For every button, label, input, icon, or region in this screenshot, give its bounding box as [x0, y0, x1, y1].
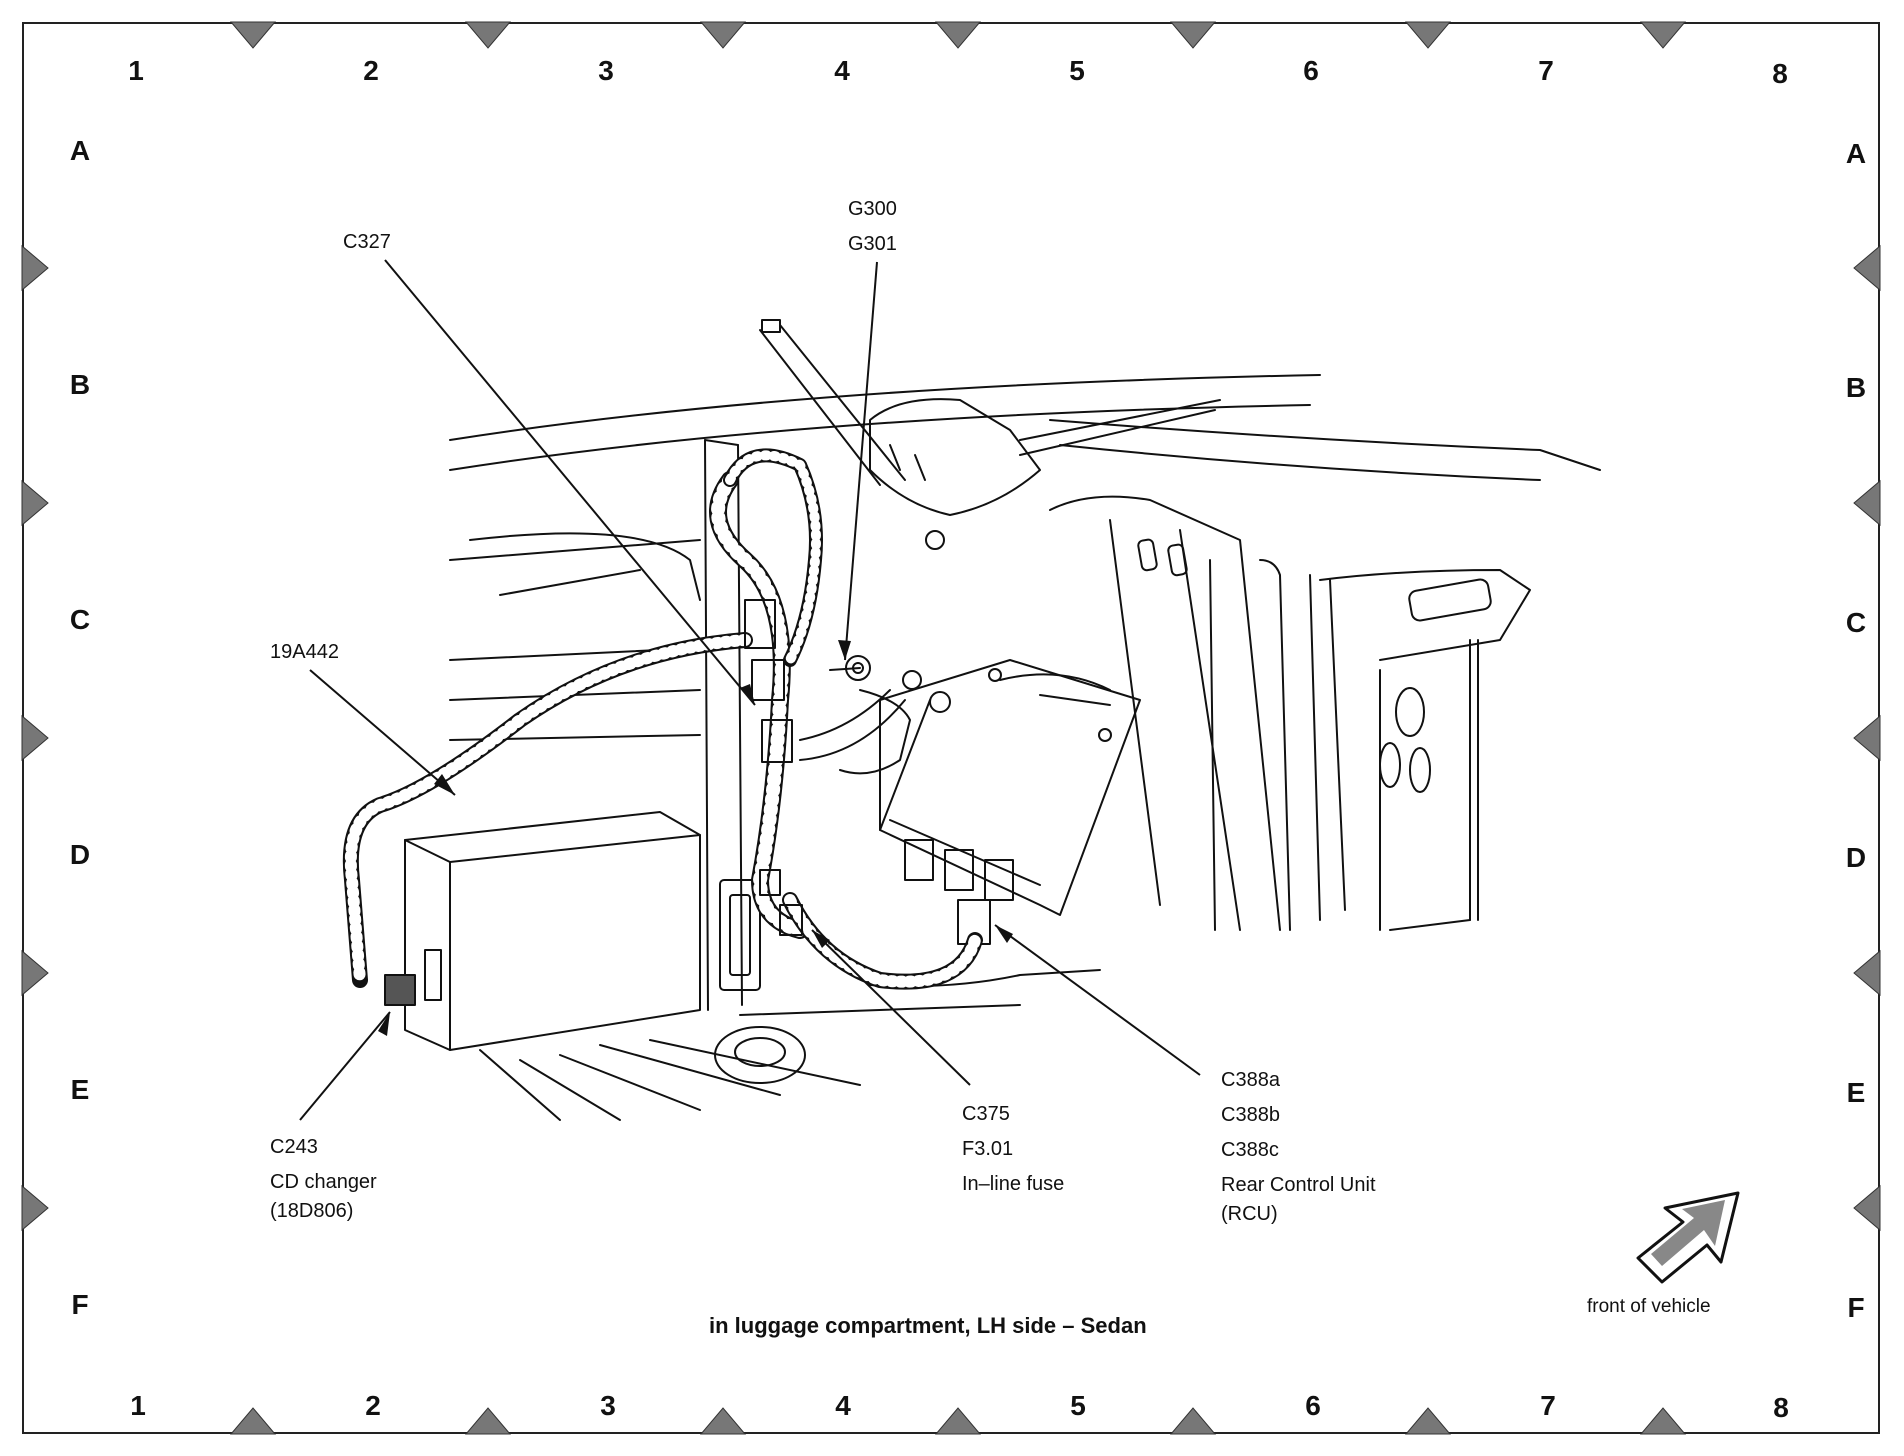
border-marker-top-1: [229, 21, 277, 49]
grid-row-f-right: F: [1847, 1292, 1865, 1323]
border-marker-top-2: [464, 21, 512, 49]
leader-arrowheads: [378, 640, 1013, 1036]
grid-col-6-bottom: 6: [1305, 1390, 1321, 1421]
arrowhead-c388: [995, 925, 1013, 943]
label-f301: F3.01: [962, 1138, 1014, 1160]
grid-row-d-left: D: [69, 839, 91, 870]
border-marker-right-5: [1853, 1184, 1881, 1232]
border-marker-top-6: [1404, 21, 1452, 49]
grid-row-b-left: B: [69, 369, 91, 400]
border-marker-right-1: [1853, 244, 1881, 292]
border-marker-bottom-2: [464, 1407, 512, 1435]
border-marker-bottom-4: [934, 1407, 982, 1435]
border-marker-right-2: [1853, 479, 1881, 527]
grid-row-a-left: A: [69, 135, 91, 166]
grid-col-8-top: 8: [1772, 58, 1788, 89]
grid-col-2-bottom: 2: [365, 1390, 381, 1421]
grid-row-e-right: E: [1846, 1077, 1866, 1108]
border-marker-left-3: [21, 714, 49, 762]
leader-19a442: [309, 669, 456, 796]
border-marker-left-2: [21, 479, 49, 527]
border-marker-bottom-5: [1169, 1407, 1217, 1435]
label-c388b: C388b: [1221, 1104, 1280, 1126]
label-c375-fuse: C375 F3.01 In–line fuse: [962, 1097, 1064, 1202]
label-g300-g301: G300 G301: [848, 192, 897, 262]
label-c388-rcu: C388a C388b C388c Rear Control Unit (RCU…: [1221, 1063, 1376, 1232]
label-rcu-name: Rear Control Unit: [1221, 1174, 1376, 1196]
grid-row-b-right: B: [1845, 372, 1867, 403]
label-c243-cd-changer: C243 CD changer (18D806): [270, 1130, 377, 1229]
grid-row-f-left: F: [71, 1289, 89, 1320]
grid-row-a-right: A: [1845, 138, 1867, 169]
grid-row-c-right: C: [1845, 607, 1867, 638]
border-marker-bottom-3: [699, 1407, 747, 1435]
label-cd-changer: CD changer: [270, 1171, 377, 1193]
vehicle-structure: [404, 319, 1601, 1121]
front-of-vehicle-label: front of vehicle: [1587, 1296, 1711, 1317]
grid-col-7-top: 7: [1538, 55, 1554, 86]
leader-c375: [811, 929, 971, 1086]
border-marker-left-5: [21, 1184, 49, 1232]
label-g301: G301: [848, 233, 897, 255]
border-marker-bottom-7: [1639, 1407, 1687, 1435]
label-g300: G300: [848, 198, 897, 220]
border-marker-top-4: [934, 21, 982, 49]
arrowhead-c243: [378, 1012, 390, 1036]
border-marker-bottom-1: [229, 1407, 277, 1435]
front-of-vehicle-arrow-icon: [1636, 1191, 1740, 1284]
border-marker-bottom-6: [1404, 1407, 1452, 1435]
grid-col-4-top: 4: [834, 55, 850, 86]
border-marker-left-1: [21, 244, 49, 292]
label-rcu-abbr: (RCU): [1221, 1203, 1278, 1225]
label-c327: C327: [343, 231, 391, 253]
grid-col-2-top: 2: [363, 55, 379, 86]
label-19a442: 19A442: [270, 641, 339, 663]
arrowhead-c375: [812, 930, 830, 948]
grid-col-5-bottom: 5: [1070, 1390, 1086, 1421]
grid-row-c-left: C: [69, 604, 91, 635]
diagram-caption: in luggage compartment, LH side – Sedan: [709, 1313, 1147, 1338]
leader-c243: [299, 1011, 391, 1121]
grid-col-3-bottom: 3: [600, 1390, 616, 1421]
grid-col-4-bottom: 4: [835, 1390, 851, 1421]
arrowhead-c327: [740, 684, 755, 705]
grid-col-6-top: 6: [1303, 55, 1319, 86]
border-marker-top-5: [1169, 21, 1217, 49]
border-marker-right-4: [1853, 949, 1881, 997]
grid-col-1-bottom: 1: [130, 1390, 146, 1421]
leader-g300-g301: [844, 261, 878, 661]
grid-col-8-bottom: 8: [1773, 1392, 1789, 1423]
label-inline-fuse: In–line fuse: [962, 1173, 1065, 1195]
leader-c327: [384, 259, 756, 706]
arrowhead-g300: [838, 640, 851, 660]
label-c375: C375: [962, 1103, 1010, 1125]
label-c388a: C388a: [1221, 1069, 1280, 1091]
label-c388c: C388c: [1221, 1139, 1279, 1161]
border-marker-top-7: [1639, 21, 1687, 49]
border-markers: [21, 21, 1881, 1435]
leader-c388: [994, 924, 1201, 1076]
grid-row-e-left: E: [70, 1074, 90, 1105]
grid-col-1-top: 1: [128, 55, 144, 86]
wire-harness: [342, 448, 983, 1006]
border-marker-top-3: [699, 21, 747, 49]
border-marker-left-4: [21, 949, 49, 997]
border-marker-right-3: [1853, 714, 1881, 762]
leader-lines: [299, 259, 1201, 1121]
arrowhead-19a442: [434, 774, 455, 795]
grid-row-d-right: D: [1845, 842, 1867, 873]
label-cd-changer-part: (18D806): [270, 1200, 354, 1222]
grid-col-5-top: 5: [1069, 55, 1085, 86]
grid-col-7-bottom: 7: [1540, 1390, 1556, 1421]
label-c243: C243: [270, 1136, 318, 1158]
grid-col-3-top: 3: [598, 55, 614, 86]
